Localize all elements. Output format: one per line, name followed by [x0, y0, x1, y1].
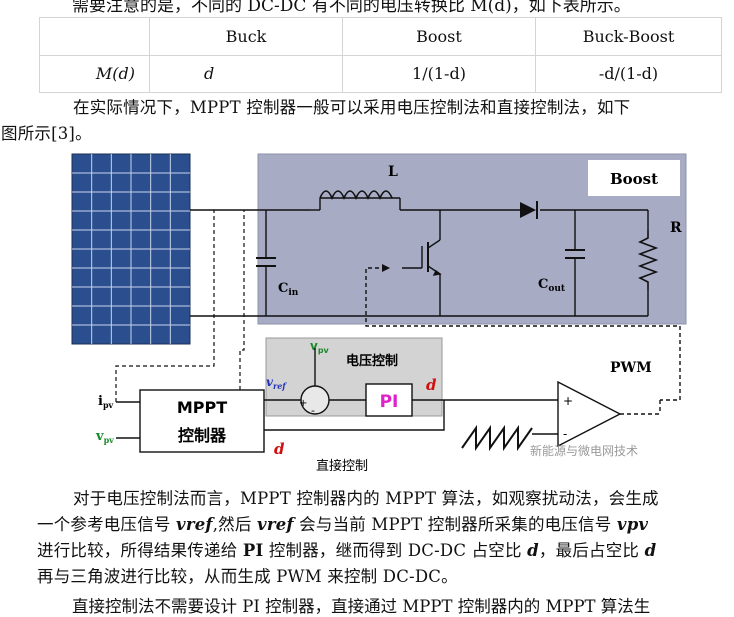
direct-control-label: 直接控制: [316, 458, 368, 474]
body-line-1: 对于电压控制法而言，MPPT 控制器内的 MPPT 算法，如观察扰动法，会生成: [73, 489, 659, 508]
table-header-buck-boost: Buck-Boost: [535, 17, 722, 56]
minus-sign: -: [311, 404, 315, 417]
body-line-2: 一个参考电压信号 vref,然后 vref 会与当前 MPPT 控制器所采集的电…: [37, 515, 649, 534]
resistor-label: R: [670, 220, 682, 236]
table-row: M(d) d 1/(1-d) -d/(1-d): [39, 54, 722, 93]
body-line-3: 进行比较，所得结果传递给 PI 控制器，继而得到 DC-DC 占空比 d，最后占…: [37, 541, 657, 560]
voltage-sense-line: [239, 210, 245, 390]
triangle-wave-icon: [461, 424, 533, 452]
table-header-buck: Buck: [149, 17, 343, 56]
body-paragraph: 对于电压控制法而言，MPPT 控制器内的 MPPT 算法，如观察扰动法，会生成 …: [37, 486, 727, 590]
current-sense-line: [115, 210, 215, 402]
vpv-label: vpv: [95, 429, 114, 445]
input-capacitor-icon: [256, 257, 276, 280]
voltage-control-label: 电压控制: [346, 353, 398, 369]
table-header-boost: Boost: [342, 17, 536, 56]
pi-label: PI: [380, 392, 399, 412]
solar-panel-icon: [71, 153, 191, 345]
intro-paragraph: 在实际情况下，MPPT 控制器一般可以采用电压控制法和直接控制法，如下 图所示[…: [1, 95, 727, 147]
boost-label-box: [588, 160, 680, 196]
intro-line-1: 在实际情况下，MPPT 控制器一般可以采用电压控制法和直接控制法，如下: [73, 98, 631, 117]
table-cell: 1/(1-d): [342, 54, 536, 93]
transistor-switch-icon: [402, 239, 442, 276]
voltage-control-block: [265, 337, 443, 417]
vref-label: vref: [266, 375, 287, 391]
table-cell: -d/(1-d): [535, 54, 722, 93]
comparator-plus: +: [563, 394, 573, 408]
plus-sign: +: [299, 398, 307, 409]
intro-line-2: 图所示[3]。: [1, 124, 92, 143]
cout-label: Cout: [538, 277, 566, 294]
watermark: 新能源与微电网技术: [530, 443, 638, 458]
conversion-ratio-table: Buck Boost Buck-Boost M(d) d 1/(1-d) -d/…: [39, 17, 722, 93]
direct-control-line: [264, 400, 445, 431]
output-capacitor-icon: [565, 249, 585, 268]
inductor-label: L: [388, 164, 398, 180]
table-row-label: M(d): [39, 54, 150, 93]
boost-label: Boost: [610, 170, 658, 188]
inductor-icon: [319, 190, 393, 201]
resistor-icon: [637, 230, 659, 290]
vpv-top-label: vpv: [310, 339, 330, 355]
table-cell: d: [149, 54, 343, 93]
circuit-wires: [190, 197, 649, 317]
mppt-label-line-1: MPPT: [177, 398, 227, 417]
d-direct-label: d: [274, 440, 285, 458]
d-label: d: [426, 376, 437, 394]
table-header-row: Buck Boost Buck-Boost: [39, 17, 722, 56]
mppt-control-diagram: Boost L Cin: [71, 153, 687, 474]
bottom-cut-text: 直接控制法不需要设计 PI 控制器，直接通过 MPPT 控制器内的 MPPT 算…: [72, 597, 651, 616]
table-cell: [39, 17, 150, 56]
arrow-icon: [382, 264, 390, 272]
diode-icon: [520, 201, 538, 219]
comparator-minus: -: [563, 427, 567, 441]
cin-label: Cin: [278, 281, 299, 298]
top-cut-text: 需要注意的是，不同的 DC-DC 有不同的电压转换比 M(d)，如下表所示。: [72, 0, 631, 16]
mppt-label-line-2: 控制器: [178, 426, 227, 445]
gate-drive-signal-line: [365, 267, 681, 401]
ipv-label: ipv: [98, 394, 114, 410]
mppt-controller-block: [139, 389, 265, 453]
comparator-icon: [557, 380, 622, 448]
pwm-label: PWM: [610, 360, 652, 376]
body-line-4: 再与三角波进行比较，从而生成 PWM 来控制 DC-DC。: [37, 567, 458, 586]
